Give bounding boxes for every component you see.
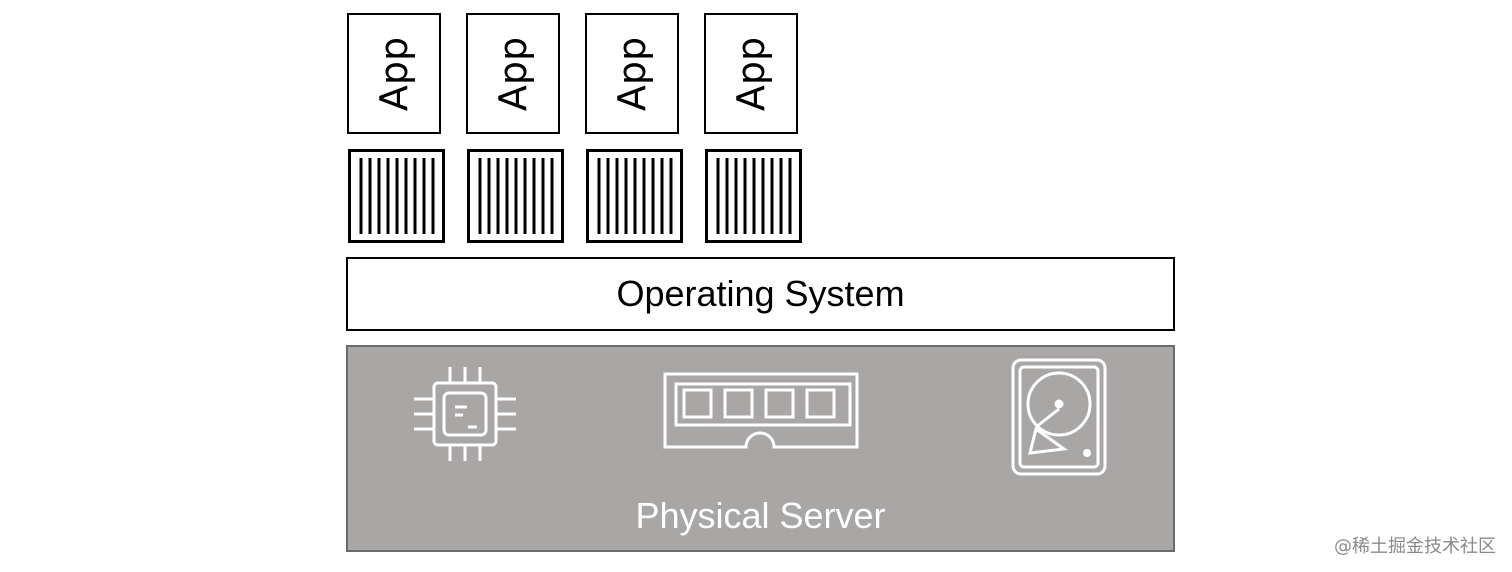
container-stripes-icon [359, 158, 435, 234]
app-label: App [491, 36, 535, 111]
container-stripes-icon [478, 158, 554, 234]
app-box-4: App [704, 13, 798, 134]
memory-icon [663, 372, 859, 449]
app-box-2: App [466, 13, 560, 134]
physical-server-layer: Physical Server [346, 345, 1175, 552]
container-box-4 [705, 149, 802, 243]
operating-system-layer: Operating System [346, 257, 1175, 331]
container-box-2 [467, 149, 564, 243]
watermark: @稀土掘金技术社区 [1334, 536, 1496, 557]
cpu-icon [414, 367, 516, 461]
container-stripes-icon [597, 158, 673, 234]
container-stripes-icon [716, 158, 792, 234]
app-label: App [610, 36, 654, 111]
container-box-3 [586, 149, 683, 243]
app-box-1: App [347, 13, 441, 134]
physical-server-label: Physical Server [635, 495, 886, 536]
operating-system-label: Operating System [616, 273, 905, 314]
app-label: App [729, 36, 773, 111]
container-box-1 [348, 149, 445, 243]
hard-disk-icon [1011, 358, 1107, 476]
app-label: App [372, 36, 416, 111]
app-box-3: App [585, 13, 679, 134]
